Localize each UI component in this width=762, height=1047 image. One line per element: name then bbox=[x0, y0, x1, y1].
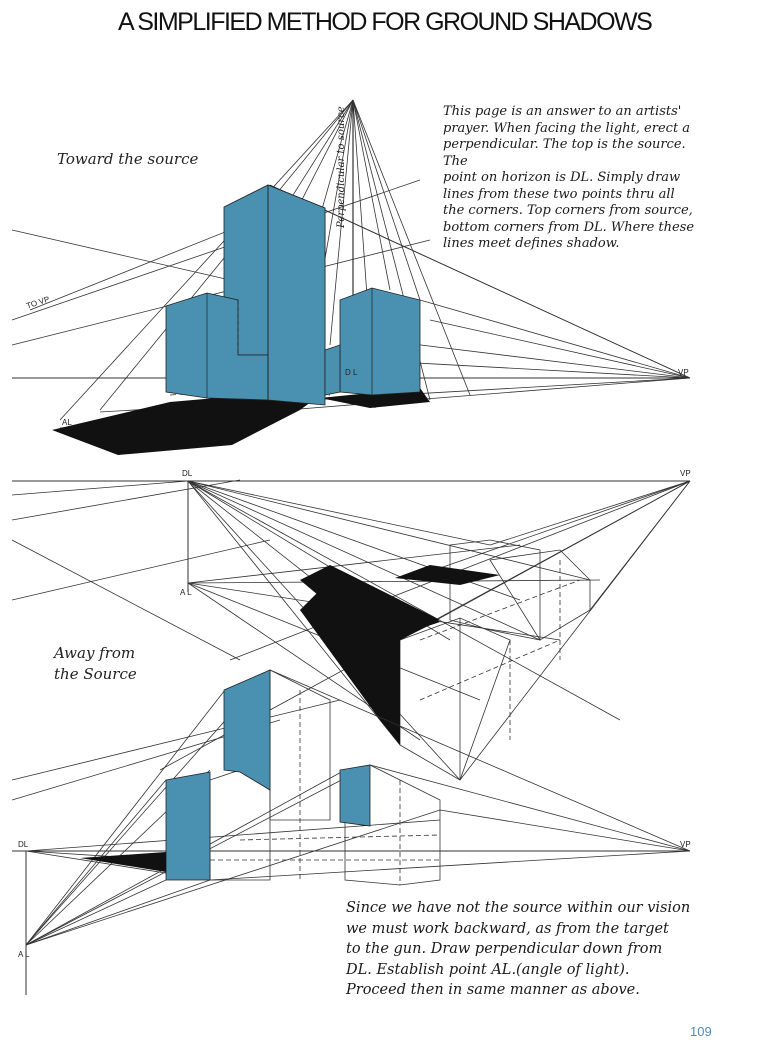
dl-label-middle: DL bbox=[182, 469, 193, 478]
caption-toward-source: Toward the source bbox=[57, 150, 199, 168]
al-label-middle: A L bbox=[180, 588, 192, 597]
al-label-bottom: A L bbox=[18, 950, 30, 959]
perpendicular-label: Perpendicular to source bbox=[336, 106, 347, 228]
bottom-explanation-note: Since we have not the source within our … bbox=[346, 900, 691, 998]
dl-label-top: D L bbox=[345, 368, 358, 377]
vp-label-middle: VP bbox=[680, 469, 691, 478]
page-title: A SIMPLIFIED METHOD FOR GROUND SHADOWS bbox=[118, 8, 653, 36]
caption-away-from-source: Away from the Source bbox=[54, 644, 137, 683]
top-explanation-note: This page is an answer to an artists' pr… bbox=[443, 104, 695, 251]
al-label-top: AL bbox=[62, 418, 72, 427]
vp-label-top: VP bbox=[678, 368, 689, 377]
vp-label-bottom: VP bbox=[680, 840, 691, 849]
page-number: 109 bbox=[690, 1024, 712, 1039]
dl-label-bottom: DL bbox=[18, 840, 29, 849]
